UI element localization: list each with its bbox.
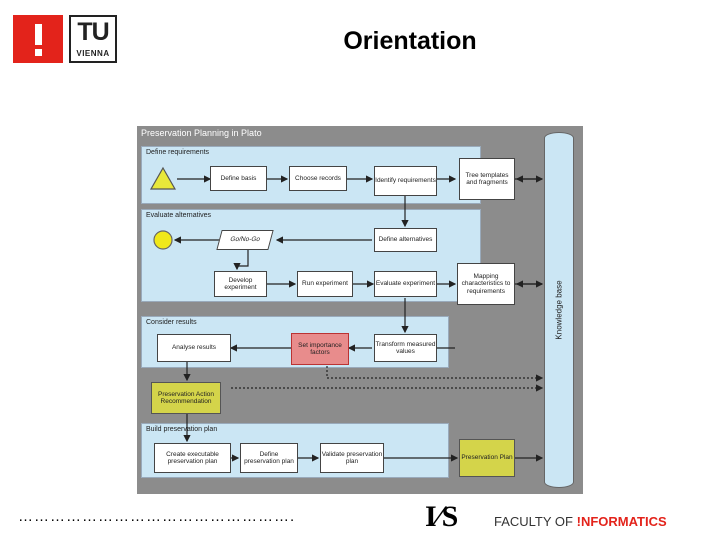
diagram-title: Preservation Planning in Plato [141,128,262,138]
define-basis-box: Define basis [210,166,267,191]
plato-workflow-diagram: Preservation Planning in Plato Define re… [137,126,583,494]
logo-tu-text: TU [77,18,109,46]
footer-dots: ……………………………………………. [18,508,296,525]
develop-experiment-box: Develop experiment [214,271,267,297]
define-plan-box: Define preservation plan [240,443,298,473]
transform-values-box: Transform measured values [374,334,437,362]
analyse-results-box: Analyse results [157,334,231,362]
informatics-text: !NFORMATICS [576,514,667,529]
end-circle-icon [153,230,173,250]
tu-red-logo [13,15,63,63]
ifs-logo: I∕S [425,500,459,533]
run-experiment-box: Run experiment [297,271,353,297]
go-no-go-decision: Go/No-Go [216,230,274,250]
mapping-box: Mapping characteristics to requirements [457,263,515,305]
recommendation-box: Preservation Action Recommendation [151,382,221,414]
preservation-plan-box: Preservation Plan [459,439,515,477]
section-label: Build preservation plan [146,426,218,433]
define-alternatives-box: Define alternatives [374,228,437,252]
section-label: Evaluate alternatives [146,212,211,219]
faculty-of-text: FACULTY OF [494,514,573,529]
validate-plan-box: Validate preservation plan [320,443,384,473]
identify-requirements-box: Identify requirements [374,166,437,196]
logo-vienna-text: VIENNA [76,49,110,58]
exclamation-dot-icon [35,49,42,56]
tree-templates-box: Tree templates and fragments [459,158,515,200]
choose-records-box: Choose records [289,166,347,191]
faculty-logo-text: FACULTY OF !NFORMATICS [494,514,667,529]
section-label: Define requirements [146,149,210,156]
set-importance-box: Set importance factors [291,333,349,365]
section-label: Consider results [146,319,197,326]
evaluate-experiment-box: Evaluate experiment [374,271,437,297]
knowledge-base-cylinder [544,132,574,488]
create-plan-box: Create executable preservation plan [154,443,231,473]
start-triangle-icon [149,166,177,190]
tu-vienna-logo: TU VIENNA [69,15,117,63]
flow-arrows [149,166,544,462]
page-title: Orientation [343,27,477,55]
exclamation-bar-icon [35,24,42,45]
